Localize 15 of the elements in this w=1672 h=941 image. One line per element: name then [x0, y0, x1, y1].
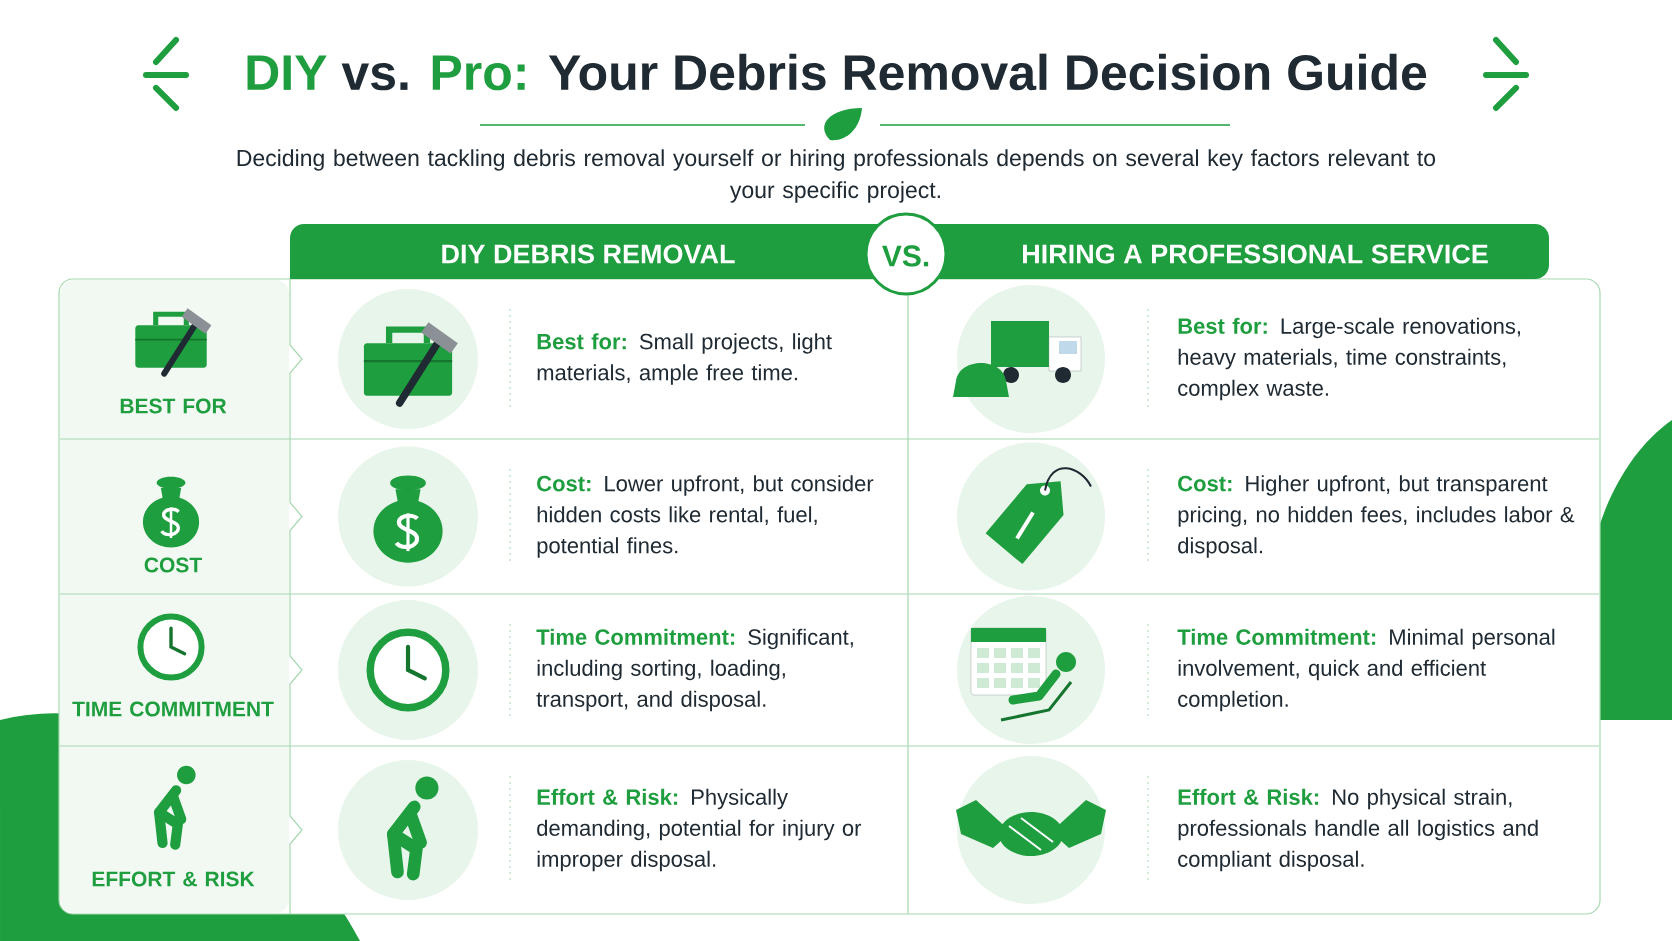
row-label: TIME COMMITMENT: [72, 701, 274, 717]
cell-text: Cost: Higher upfront, but transparent pricing, no hidden fees, includes labor & disposal.: [1178, 475, 1575, 558]
cell-text: Time Commitment: Significant, including sorting, loading, transport, and disposal.: [536, 628, 853, 712]
row-label: COST: [144, 557, 202, 573]
cell-text: Best for: Large-scale renovations, heavy materials, time constraints, complex waste.: [1178, 317, 1520, 401]
title: DIY vs. Pro: Your Debris Removal Decision Guide: [247, 53, 1427, 91]
cell-text: Effort & Risk: Physically demanding, potential for injury or improper disposal.: [537, 788, 862, 872]
vs-badge: VS.: [864, 212, 948, 296]
row-label: EFFORT & RISK: [92, 871, 255, 887]
cell-text: Time Commitment: Minimal personal involvement, quick and efficient completion.: [1177, 628, 1555, 712]
row-label: BEST FOR: [120, 398, 227, 414]
cell-text: Effort & Risk: No physical strain, professionals handle all logistics and compliant disposal.: [1178, 788, 1538, 872]
subtitle: Deciding between tackling debris removal yourself or hiring professionals depends on several key factors relevant to your specific project.: [237, 149, 1436, 203]
cell-text: Best for: Small projects, light materials, ample free time.: [537, 333, 832, 385]
cell-text: Cost: Lower upfront, but consider hidden costs like rental, fuel, potential fines.: [537, 475, 874, 558]
